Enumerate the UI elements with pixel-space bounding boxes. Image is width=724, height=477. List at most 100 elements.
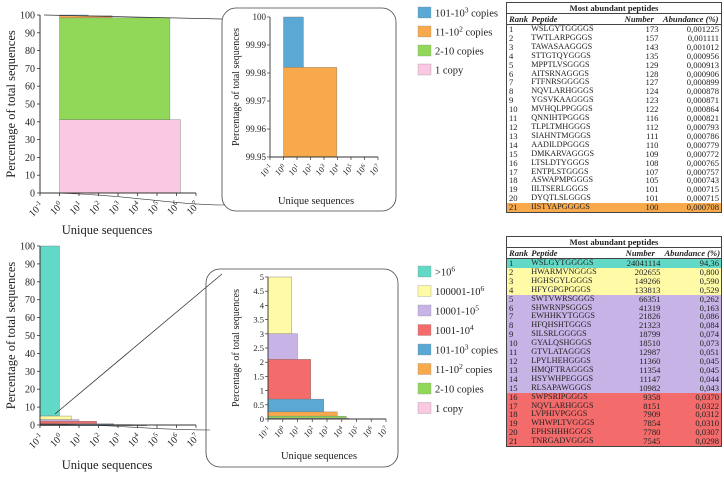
y-tick-label: 20 — [25, 153, 35, 164]
rank-cell: 12 — [509, 122, 518, 132]
rank-cell: 1 — [509, 24, 514, 34]
inset-bar-101-10-3-copies — [267, 398, 324, 413]
legend-label: 101-103 copies — [435, 6, 498, 20]
inset-x-tick-exponent: -1 — [263, 425, 271, 433]
rank-cell: 8 — [509, 321, 514, 331]
bar--10-6 — [39, 245, 60, 417]
x-tick-label: 105 — [144, 199, 163, 218]
inset-x-axis-label: Unique sequences — [281, 451, 357, 462]
number-cell: 135 — [645, 51, 659, 61]
peptide-cell: HGHSGYLGGGS — [531, 276, 593, 285]
number-cell: 122 — [645, 105, 659, 115]
legend-suffix: copies — [463, 365, 492, 376]
legend-exponent: 5 — [475, 304, 479, 313]
number-cell: 9358 — [643, 392, 661, 402]
peptide-cell: GYALQSHGGGS — [531, 339, 592, 348]
x-tick-label: 101 — [66, 199, 85, 218]
tick-exponent: 7 — [190, 431, 198, 439]
rank-cell: 13 — [509, 365, 518, 375]
rank-cell: 3 — [509, 276, 514, 286]
abundance-cell: 0,084 — [699, 321, 719, 331]
number-cell: 157 — [645, 33, 659, 43]
inset-y-tick-label: 0.5 — [253, 400, 264, 410]
peptide-cell: SILSRLGGGGS — [531, 330, 587, 339]
abundance-cell: 0,0307 — [695, 428, 719, 438]
x-tick-label: 102 — [86, 431, 105, 450]
legend-suffix: copies — [463, 28, 492, 39]
legend-label: >106 — [435, 265, 455, 279]
abundance-cell: 0,529 — [699, 285, 719, 295]
inset-y-tick-label: 0 — [260, 414, 264, 424]
abundance-cell: 0,000899 — [686, 78, 719, 88]
abundance-cell: 0,000772 — [686, 149, 719, 159]
peptide-cell: MPPTLVSGGGS — [531, 60, 590, 69]
abundance-cell: 0,074 — [699, 330, 719, 340]
x-tick-label: 100 — [47, 431, 66, 450]
inset-y-tick-label: 4 — [260, 300, 265, 310]
rank-cell: 6 — [509, 303, 514, 313]
peptide-cell: WSLGYTGGGGS — [531, 24, 594, 34]
legend-suffix: copies — [469, 346, 498, 357]
number-cell: 127 — [645, 78, 659, 88]
tick-exponent: 1 — [73, 199, 81, 207]
rank-cell: 18 — [509, 410, 518, 420]
legend-swatch — [417, 402, 432, 414]
tick-label-text: 102 — [86, 431, 105, 450]
tick-label-text: 107 — [183, 431, 202, 450]
number-cell: 12987 — [638, 348, 661, 357]
y-tick-label: 40 — [25, 349, 35, 360]
abundance-cell: 94,36 — [699, 258, 719, 268]
x-tick-label: 102 — [86, 199, 105, 218]
abundance-cell: 0,045 — [699, 365, 719, 375]
rank-cell: 15 — [509, 383, 518, 393]
inset-y-tick-label: 2 — [260, 357, 264, 367]
x-axis-label: Unique sequences — [62, 223, 153, 237]
legend-swatch — [417, 25, 432, 38]
rank-cell: 7 — [509, 312, 514, 322]
x-tick-label: 106 — [164, 431, 183, 450]
col-peptide-header: Peptide — [529, 248, 619, 259]
peptide-cell: IILTSERLGGGS — [531, 185, 589, 194]
inset-y-tick-label: 100 — [253, 12, 267, 22]
x-tick-label: 100 — [47, 199, 66, 218]
top-peptide-table: Most abundant peptides Rank Peptide Numb… — [506, 2, 722, 214]
peptide-cell: RLSAPAWGGGS — [531, 383, 592, 392]
zoom-connector-curve — [39, 423, 211, 431]
legend-exponent: 6 — [451, 265, 455, 274]
legend-exponent: 4 — [470, 323, 474, 332]
rank-cell: 21 — [509, 437, 518, 447]
zoom-connector-line — [54, 273, 223, 415]
number-cell: 11360 — [639, 356, 661, 366]
abundance-cell: 0,000757 — [686, 167, 719, 177]
abundance-cell: 0,000786 — [686, 131, 719, 141]
number-cell: 116 — [645, 114, 659, 123]
y-tick-label: 100 — [20, 11, 35, 22]
tick-exponent: 3 — [112, 431, 120, 439]
y-tick-label: 60 — [25, 82, 35, 93]
abundance-cell: 0,044 — [699, 374, 719, 384]
tick-exponent: -1 — [33, 431, 43, 441]
x-tick-label: 103 — [105, 431, 124, 450]
rank-cell: 13 — [509, 131, 518, 141]
legend-label: 2-10 copies — [435, 385, 484, 396]
rank-cell: 6 — [509, 69, 514, 79]
abundance-cell: 0,800 — [699, 267, 719, 277]
number-cell: 18510 — [638, 339, 661, 349]
rank-cell: 10 — [509, 105, 518, 115]
abundance-cell: 0,000821 — [686, 114, 719, 123]
inset-x-tick-exponent: 3 — [320, 163, 326, 169]
number-cell: 8151 — [643, 401, 661, 411]
peptide-cell: ASWAPMPGGGS — [531, 176, 594, 185]
inset-y-tick-label: 99.97 — [246, 96, 267, 106]
